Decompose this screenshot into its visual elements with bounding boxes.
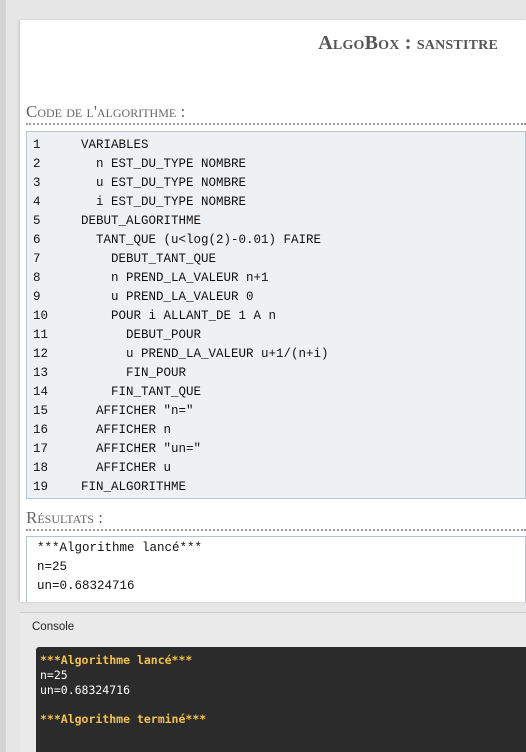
console-line: un=0.68324716	[40, 683, 131, 697]
code-text: FIN_POUR	[81, 366, 187, 380]
algorithm-page: AlgoBox : sanstitre Code de l'algorithme…	[20, 20, 526, 602]
code-line: 18 AFFICHER u	[27, 459, 525, 478]
console-line: n=25	[40, 668, 68, 682]
line-number: 13	[33, 366, 49, 380]
line-number: 9	[33, 290, 41, 304]
code-text: AFFICHER "un="	[81, 442, 202, 456]
code-text: u EST_DU_TYPE NOMBRE	[81, 176, 247, 190]
code-section-title: Code de l'algorithme :	[26, 102, 186, 121]
code-text: FIN_TANT_QUE	[81, 385, 202, 399]
line-number: 11	[33, 328, 49, 342]
code-text: u PREND_LA_VALEUR u+1/(n+i)	[81, 347, 329, 361]
code-line: 19 FIN_ALGORITHME	[27, 478, 525, 497]
code-line: 9 u PREND_LA_VALEUR 0	[27, 288, 525, 307]
code-line: 4 i EST_DU_TYPE NOMBRE	[27, 193, 525, 212]
line-number: 1	[33, 138, 41, 152]
line-number: 14	[33, 385, 49, 399]
code-line: 8 n PREND_LA_VALEUR n+1	[27, 269, 525, 288]
line-number: 15	[33, 404, 49, 418]
left-window-edge	[0, 0, 6, 752]
code-line: 15 AFFICHER "n="	[27, 402, 525, 421]
console-line	[40, 698, 526, 712]
line-number: 18	[33, 461, 49, 475]
code-text: n PREND_LA_VALEUR n+1	[81, 271, 269, 285]
code-text: u PREND_LA_VALEUR 0	[81, 290, 254, 304]
line-number: 3	[33, 176, 41, 190]
code-line: 6 TANT_QUE (u<log(2)-0.01) FAIRE	[27, 231, 525, 250]
line-number: 2	[33, 157, 41, 171]
app-title: AlgoBox : sanstitre	[318, 32, 498, 54]
result-line: n=25	[37, 560, 68, 574]
code-text: DEBUT_POUR	[81, 328, 202, 342]
code-text: DEBUT_ALGORITHME	[81, 214, 202, 228]
line-number: 4	[33, 195, 41, 209]
code-line: 7 DEBUT_TANT_QUE	[27, 250, 525, 269]
code-text: POUR i ALLANT_DE 1 A n	[81, 309, 277, 323]
code-text: VARIABLES	[81, 138, 149, 152]
line-number: 8	[33, 271, 41, 285]
line-number: 5	[33, 214, 41, 228]
code-text: FIN_ALGORITHME	[81, 480, 187, 494]
console-line: ***Algorithme terminé***	[40, 712, 207, 726]
code-text: i EST_DU_TYPE NOMBRE	[81, 195, 247, 209]
code-text: AFFICHER "n="	[81, 404, 194, 418]
results-section-divider	[26, 529, 526, 531]
line-number: 12	[33, 347, 49, 361]
code-section-divider	[26, 123, 526, 125]
code-text: TANT_QUE (u<log(2)-0.01) FAIRE	[81, 233, 322, 247]
code-line: 12 u PREND_LA_VALEUR u+1/(n+i)	[27, 345, 525, 364]
result-line: ***Algorithme lancé***	[37, 541, 203, 555]
line-number: 6	[33, 233, 41, 247]
code-text: DEBUT_TANT_QUE	[81, 252, 217, 266]
code-line: 14 FIN_TANT_QUE	[27, 383, 525, 402]
code-line: 10 POUR i ALLANT_DE 1 A n	[27, 307, 525, 326]
code-text: n EST_DU_TYPE NOMBRE	[81, 157, 247, 171]
line-number: 10	[33, 309, 49, 323]
line-number: 19	[33, 480, 49, 494]
code-line: 1 VARIABLES	[27, 136, 525, 155]
line-number: 7	[33, 252, 41, 266]
code-text: AFFICHER u	[81, 461, 172, 475]
code-line: 17 AFFICHER "un="	[27, 440, 525, 459]
results-section-title: Résultats :	[26, 508, 103, 527]
code-text: AFFICHER n	[81, 423, 172, 437]
results-output[interactable]: ***Algorithme lancé*** n=25 un=0.68324716	[26, 536, 526, 602]
code-line: 16 AFFICHER n	[27, 421, 525, 440]
code-line: 13 FIN_POUR	[27, 364, 525, 383]
code-line: 3 u EST_DU_TYPE NOMBRE	[27, 174, 525, 193]
code-line: 5 DEBUT_ALGORITHME	[27, 212, 525, 231]
line-number: 17	[33, 442, 49, 456]
console-tab[interactable]: Console	[32, 621, 75, 633]
code-line: 2 n EST_DU_TYPE NOMBRE	[27, 155, 525, 174]
line-number: 16	[33, 423, 49, 437]
result-line: un=0.68324716	[37, 579, 135, 593]
code-line: 11 DEBUT_POUR	[27, 326, 525, 345]
console-line: ***Algorithme lancé***	[40, 653, 193, 667]
